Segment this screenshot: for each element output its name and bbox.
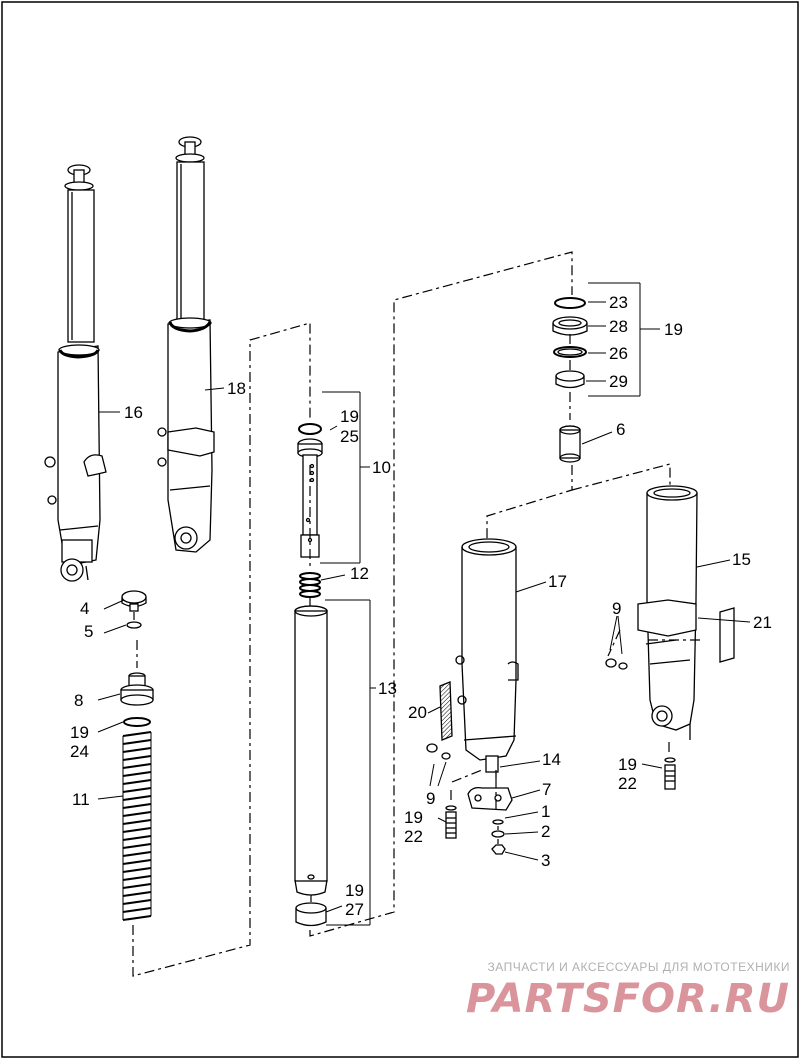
callout-22-right: 22 — [618, 774, 637, 793]
part-12-rebound-spring — [299, 572, 321, 598]
callout-10: 10 — [372, 458, 391, 477]
part-26-spacer — [553, 346, 587, 358]
callout-17: 17 — [548, 572, 567, 591]
leader-lines — [97, 282, 751, 926]
callout-27: 27 — [345, 900, 364, 919]
part-9-fittings-right — [605, 658, 628, 670]
part-15-fork-slider — [637, 485, 698, 740]
callout-26: 26 — [609, 344, 628, 363]
part-20-strip — [439, 681, 453, 741]
part-27-bushing — [295, 902, 327, 927]
watermark-tagline: ЗАПЧАСТИ И АКСЕССУАРЫ ДЛЯ МОТОТЕХНИКИ — [487, 960, 790, 974]
assembly-dash-lines — [132, 251, 700, 977]
part-19-washer-right — [664, 757, 676, 763]
part-24-washer — [123, 717, 151, 727]
callout-5: 5 — [84, 622, 93, 641]
callout-7: 7 — [542, 780, 551, 799]
fork-leg-assembly-16 — [44, 164, 107, 582]
callout-1: 1 — [541, 802, 550, 821]
part-9-fittings-left — [426, 743, 451, 760]
part-4-bolt — [121, 590, 147, 612]
callout-24: 24 — [70, 742, 89, 761]
callout-19-bushing: 19 — [345, 881, 364, 900]
callout-22-left: 22 — [404, 827, 423, 846]
callout-9-right: 9 — [612, 599, 621, 618]
callout-14: 14 — [542, 750, 561, 769]
callout-28: 28 — [609, 317, 628, 336]
callout-9-left: 9 — [426, 789, 435, 808]
part-7-axle-clamp — [467, 786, 513, 811]
fork-leg-assembly-18 — [157, 136, 215, 553]
part-2-washer — [491, 830, 505, 838]
callout-25: 25 — [340, 427, 359, 446]
part-6-bushing — [559, 425, 581, 463]
part-17-fork-slider — [455, 538, 519, 778]
part-1-washer — [492, 819, 504, 825]
callout-19-ring: 19 — [340, 407, 359, 426]
callout-3: 3 — [541, 851, 550, 870]
part-10-damper-rod — [297, 438, 323, 558]
callout-8: 8 — [74, 691, 83, 710]
callout-6: 6 — [616, 420, 625, 439]
callout-19-seal-kit: 19 — [664, 320, 683, 339]
part-22-bolt-right — [664, 764, 676, 790]
part-28-oil-seal — [552, 316, 588, 336]
watermark-logo: PARTSFOR.RU — [465, 976, 790, 1022]
watermark: ЗАПЧАСТИ И АКСЕССУАРЫ ДЛЯ МОТОТЕХНИКИ PA… — [460, 960, 790, 1022]
callout-11: 11 — [72, 790, 90, 809]
callout-21: 21 — [753, 613, 772, 632]
callout-4: 4 — [80, 599, 89, 618]
callout-12: 12 — [350, 564, 369, 583]
part-23-retaining-ring — [554, 297, 586, 309]
callout-16: 16 — [124, 403, 143, 422]
part-11-spring — [122, 731, 152, 921]
part-21-strip — [719, 607, 735, 663]
part-29-bushing — [555, 370, 585, 389]
callout-19-spring-washer: 19 — [70, 723, 89, 742]
part-13-fork-tube — [294, 605, 328, 896]
part-19-washer-left — [445, 805, 457, 811]
callout-13: 13 — [378, 679, 397, 698]
callout-2: 2 — [541, 822, 550, 841]
part-3-nut — [491, 844, 506, 855]
part-8-spring-seat — [120, 672, 154, 706]
part-25-ring — [298, 423, 322, 435]
callout-20: 20 — [408, 703, 427, 722]
part-5-washer — [126, 621, 142, 629]
part-22-bolt-left — [445, 811, 457, 839]
callout-19-bolt-right: 19 — [618, 755, 637, 774]
callout-23: 23 — [609, 293, 628, 312]
callout-labels: 16 18 4 5 8 19 24 11 19 25 10 12 13 19 2… — [70, 293, 772, 919]
callout-15: 15 — [732, 550, 751, 569]
callout-19-bolt-left: 19 — [404, 808, 423, 827]
callout-18: 18 — [227, 379, 246, 398]
callout-29: 29 — [609, 372, 628, 391]
